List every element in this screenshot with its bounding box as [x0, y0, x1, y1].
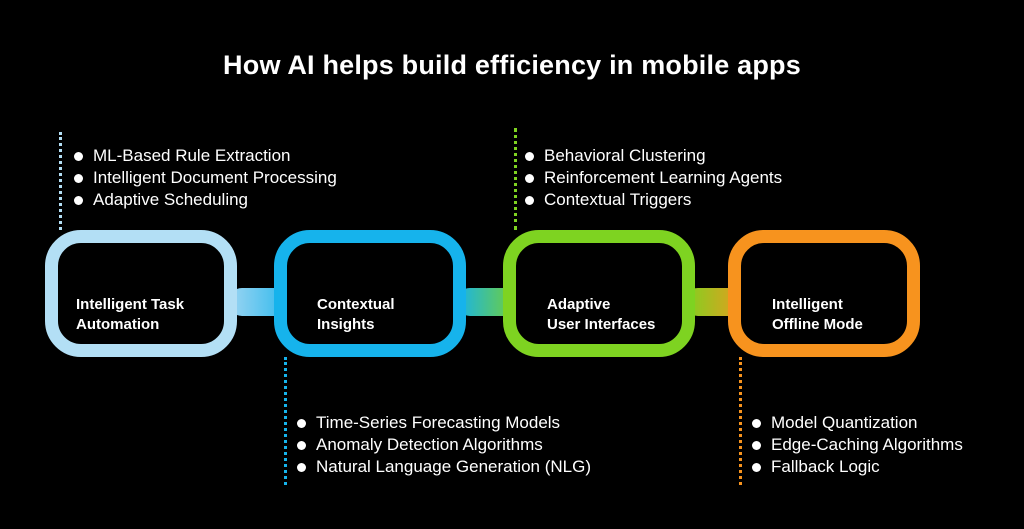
list-item: Fallback Logic: [750, 456, 963, 478]
stage-3-connector-line: [514, 128, 517, 230]
list-item: Model Quantization: [750, 412, 963, 434]
stage-4-label: Intelligent Offline Mode: [772, 296, 863, 333]
diagram-title: How AI helps build efficiency in mobile …: [223, 50, 801, 80]
stage-box-intelligent-task-automation: Intelligent Task Automation: [45, 230, 237, 357]
list-item: Edge-Caching Algorithms: [750, 434, 963, 456]
list-item: Anomaly Detection Algorithms: [295, 434, 591, 456]
stage-2-connector-line: [284, 357, 287, 485]
stage-box-intelligent-offline-mode: Intelligent Offline Mode: [728, 230, 920, 357]
stage-1-bullet-list: ML-Based Rule Extraction Intelligent Doc…: [72, 145, 337, 211]
stage-1-connector-line: [59, 132, 62, 230]
stage-box-adaptive-user-interfaces: Adaptive User Interfaces: [503, 230, 695, 357]
stage-3-bullet-list: Behavioral Clustering Reinforcement Lear…: [523, 145, 782, 211]
list-item: Intelligent Document Processing: [72, 167, 337, 189]
list-item: Behavioral Clustering: [523, 145, 782, 167]
stage-3-label: Adaptive User Interfaces: [547, 296, 656, 333]
stage-4-connector-line: [739, 357, 742, 485]
stage-box-contextual-insights: Contextual Insights: [274, 230, 466, 357]
stage-2-label: Contextual Insights: [317, 296, 395, 333]
list-item: Reinforcement Learning Agents: [523, 167, 782, 189]
stage-1-label: Intelligent Task Automation: [76, 296, 185, 333]
list-item: Time-Series Forecasting Models: [295, 412, 591, 434]
list-item: ML-Based Rule Extraction: [72, 145, 337, 167]
list-item: Contextual Triggers: [523, 189, 782, 211]
stage-4-bullet-list: Model Quantization Edge-Caching Algorith…: [750, 412, 963, 478]
stage-2-bullet-list: Time-Series Forecasting Models Anomaly D…: [295, 412, 591, 478]
list-item: Natural Language Generation (NLG): [295, 456, 591, 478]
list-item: Adaptive Scheduling: [72, 189, 337, 211]
